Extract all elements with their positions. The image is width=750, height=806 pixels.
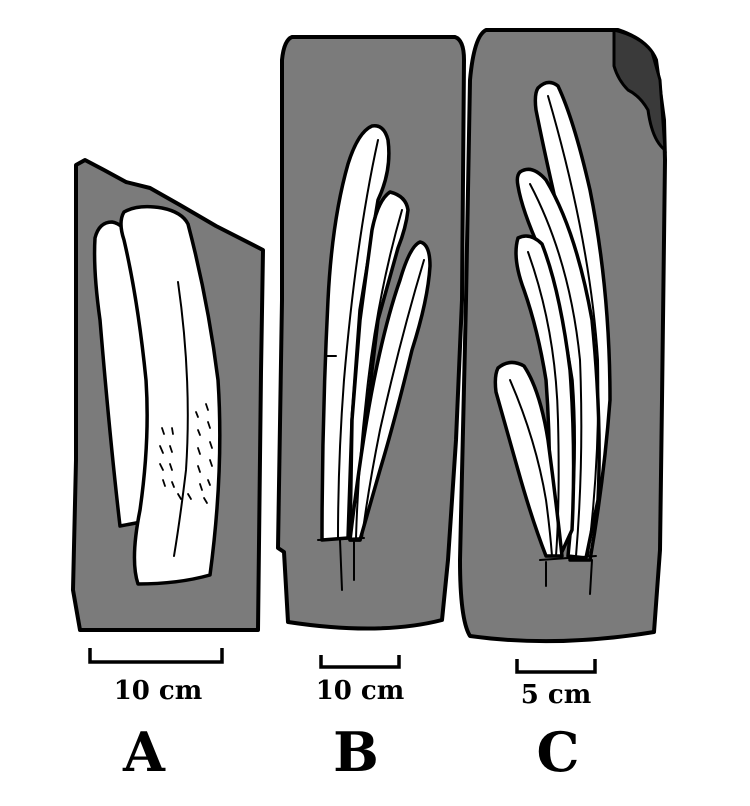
rock-dark-corner-c [612, 28, 667, 154]
fossil-c-vein-4 [509, 379, 553, 557]
fossil-c-vein-2 [529, 183, 583, 557]
specimen-b [276, 35, 466, 631]
fossil-c-stem-2 [589, 559, 593, 595]
fossil-a-striations [159, 403, 213, 504]
scale-label-c: 5 cm [520, 680, 592, 710]
fossil-b-stem-1 [339, 539, 343, 591]
panel-label-a: A [123, 720, 165, 784]
fossil-c-vein-3 [527, 251, 560, 557]
fossil-b-base-line [317, 537, 365, 541]
specimen-a [71, 158, 265, 632]
scale-bar-a [88, 648, 224, 664]
fossil-c-vein-1 [547, 95, 600, 557]
fossil-b-vein-1 [337, 139, 379, 539]
fossil-b-right-leaf [348, 240, 432, 542]
scale-label-b: 10 cm [315, 676, 405, 706]
fossil-a-front-leaf [119, 204, 222, 586]
fossil-b-vein-2 [355, 209, 403, 539]
specimen-c [458, 28, 667, 644]
scale-label-a: 10 cm [113, 676, 203, 706]
panel-label-c: C [536, 720, 580, 784]
fossil-a-midrib [173, 281, 189, 557]
fossil-c-leaf-4 [493, 360, 564, 558]
panel-label-b: B [333, 720, 379, 784]
fossil-b-vein-3 [361, 259, 425, 539]
scale-bar-b [319, 655, 401, 669]
scale-bar-c [515, 659, 597, 674]
fossil-c-base-line [539, 555, 597, 561]
